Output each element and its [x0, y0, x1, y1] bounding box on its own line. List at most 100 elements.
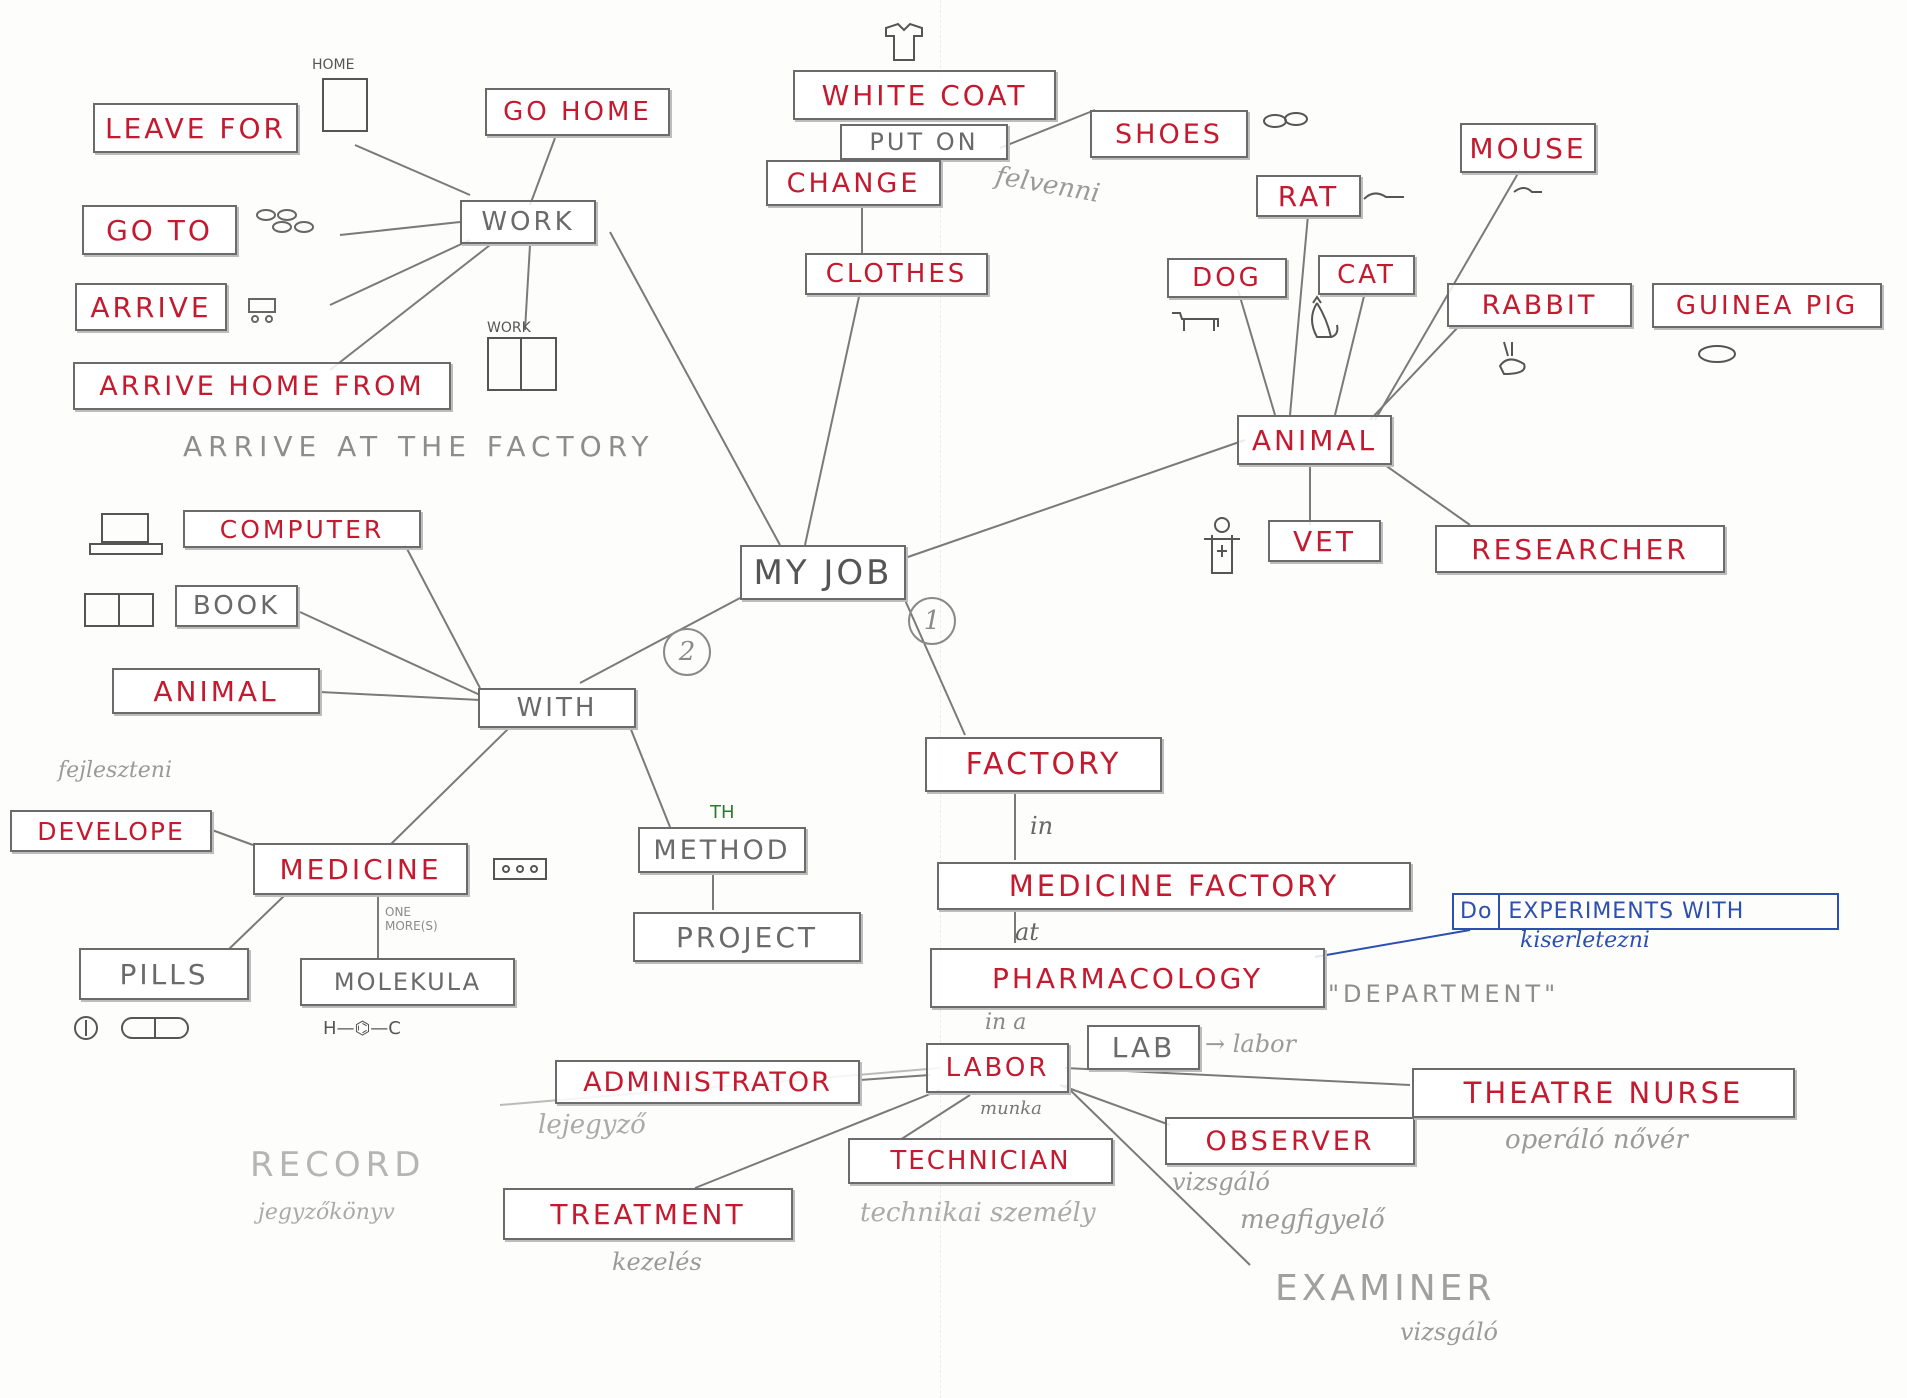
shoes-sketch-icon — [1263, 112, 1308, 128]
factory-door-icon — [487, 337, 557, 391]
link-work-sketch — [524, 244, 531, 331]
link-animal-cat — [1334, 291, 1366, 416]
house-door-icon — [322, 78, 368, 132]
link-medicine-pills — [227, 894, 286, 951]
node-guinea-pig: GUINEA PIG — [1652, 283, 1882, 328]
link-with-computer — [404, 544, 481, 689]
note-vizsgalo-2: vizsgáló — [1400, 1318, 1498, 1346]
mouse-sketch-icon — [1513, 187, 1542, 193]
rabbit-sketch-icon — [1498, 341, 1526, 376]
node-change: CHANGE — [766, 160, 941, 206]
node-work: WORK — [460, 200, 596, 244]
home-sketch-label: HOME — [312, 57, 355, 73]
rat-sketch-icon — [1363, 192, 1404, 200]
node-labor: LABOR — [926, 1043, 1069, 1093]
node-technician: TECHNICIAN — [848, 1138, 1113, 1184]
link-work-leave — [354, 144, 471, 196]
experiments-label: EXPERIMENTS WITH — [1508, 899, 1745, 924]
node-factory: FACTORY — [925, 737, 1162, 792]
pills-sketch-icon — [74, 1016, 189, 1040]
link-with-medicine — [389, 726, 511, 846]
link-lab-technician — [899, 1094, 971, 1141]
link-lab-examiner — [1064, 1084, 1251, 1266]
note-record: RECORD — [250, 1145, 426, 1185]
note-department: "DEPARTMENT" — [1328, 980, 1560, 1008]
link-puton-shoes — [999, 109, 1096, 149]
pill-pack-icon — [493, 858, 547, 880]
computer-sketch-icon — [89, 513, 163, 555]
node-dog: DOG — [1167, 258, 1287, 298]
link-animal-researcher — [1384, 464, 1471, 526]
note-at: at — [1015, 918, 1039, 946]
clouds-icon — [256, 209, 314, 233]
node-mouse: MOUSE — [1460, 123, 1596, 173]
link-develope-medicine — [211, 829, 254, 846]
guinea-pig-sketch-icon — [1698, 345, 1736, 363]
note-in-a: in a — [985, 1010, 1027, 1035]
node-lab: LAB — [1087, 1025, 1200, 1070]
branch-marker-1: 1 — [908, 597, 956, 645]
link-lab-theatrenurse — [1064, 1067, 1411, 1086]
link-animal-rat — [1289, 214, 1309, 416]
link-center-clothes — [804, 291, 861, 546]
node-animal-top: ANIMAL — [1237, 415, 1392, 465]
note-munka: munka — [980, 1098, 1042, 1119]
node-treatment: TREATMENT — [503, 1188, 793, 1240]
note-vizsgalo: vizsgáló — [1172, 1168, 1270, 1196]
node-go-home: GO HOME — [485, 88, 670, 136]
node-with: WITH — [478, 688, 636, 728]
node-white-coat: WHITE COAT — [793, 70, 1056, 120]
node-pills: PILLS — [79, 948, 249, 1000]
node-arrive-home-from: ARRIVE HOME FROM — [73, 362, 451, 410]
note-in: in — [1030, 812, 1054, 840]
link-with-method — [629, 726, 671, 828]
link-lab-treatment — [694, 1089, 941, 1189]
link-work-goto — [339, 221, 461, 236]
node-theatre-nurse: THEATRE NURSE — [1412, 1068, 1795, 1118]
node-cat: CAT — [1318, 255, 1415, 295]
cart-icon — [248, 298, 276, 323]
note-kiserletezni: kiserletezni — [1520, 928, 1650, 953]
link-lab-observer — [1059, 1084, 1171, 1126]
note-jegyzokonyv: jegyzőkönyv — [258, 1200, 395, 1225]
node-computer: COMPUTER — [183, 510, 421, 548]
dog-sketch-icon — [1172, 312, 1219, 331]
node-method: METHOD — [638, 827, 806, 873]
experiments-do-label: Do — [1454, 895, 1501, 928]
node-vet: VET — [1268, 520, 1381, 562]
node-leave-for: LEAVE FOR — [93, 103, 298, 153]
node-clothes: CLOTHES — [805, 253, 988, 295]
link-lab-administrator — [859, 1074, 931, 1081]
vet-person-icon — [1204, 517, 1240, 574]
note-fejleszteni: fejleszteni — [58, 758, 172, 783]
node-go-to: GO TO — [82, 205, 237, 255]
link-work-arrivehome — [329, 244, 491, 371]
link-pharmacology-experiments — [1314, 929, 1471, 958]
node-molekula: MOLEKULA — [300, 958, 515, 1006]
node-develope: DEVELOPE — [10, 810, 212, 852]
node-book: BOOK — [175, 585, 298, 627]
note-labor: → labor — [1205, 1030, 1297, 1058]
link-animal-dog — [1237, 289, 1276, 416]
node-shoes: SHOES — [1090, 110, 1248, 158]
node-experiments-with: Do EXPERIMENTS WITH — [1452, 893, 1839, 930]
work-sketch-label: WORK — [487, 320, 531, 336]
node-observer: OBSERVER — [1165, 1117, 1415, 1165]
note-one-more: ONE MORE(S) — [385, 905, 438, 933]
node-rat: RAT — [1256, 175, 1361, 217]
link-center-animal — [904, 439, 1246, 559]
book-sketch-icon — [84, 593, 154, 627]
note-megfigyelo: megfigyelő — [1240, 1205, 1385, 1235]
link-work-gohome — [529, 137, 556, 206]
node-rabbit: RABBIT — [1447, 283, 1632, 327]
node-pharmacology: PHARMACOLOGY — [930, 948, 1325, 1008]
note-technikai-szemely: technikai személy — [860, 1198, 1096, 1228]
note-kezeles: kezelés — [612, 1248, 702, 1276]
node-administrator: ADMINISTRATOR — [555, 1060, 860, 1104]
link-work-arrive — [329, 239, 471, 306]
shirt-icon — [885, 22, 923, 61]
link-with-book — [299, 611, 481, 696]
method-insert-th: TH — [710, 802, 735, 823]
note-lejegyzo: lejegyző — [538, 1110, 646, 1140]
